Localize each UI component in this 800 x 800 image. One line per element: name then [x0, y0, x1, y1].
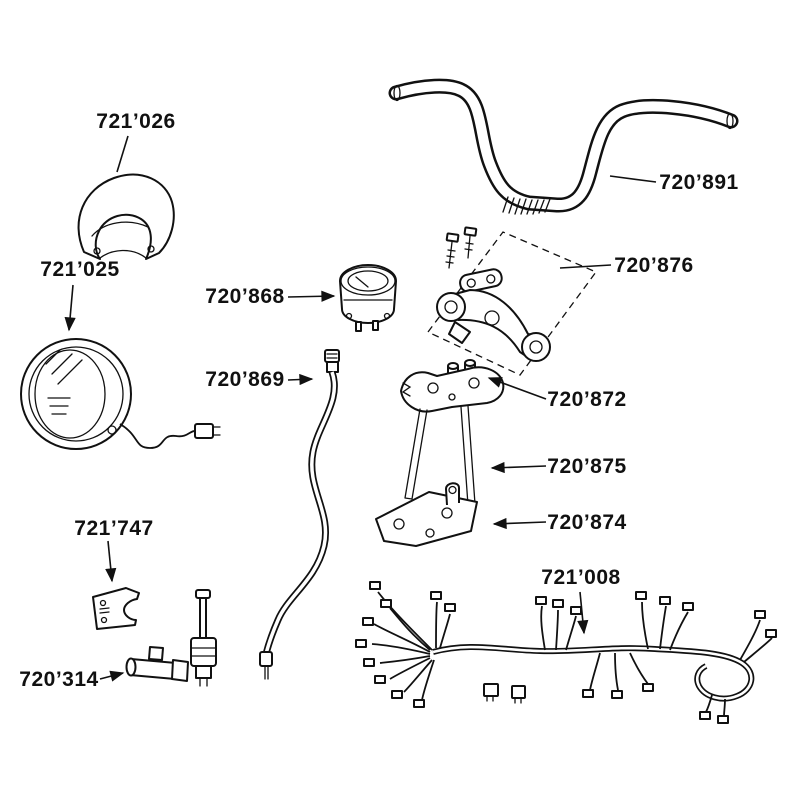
leader-720876 [559, 264, 612, 269]
label-720874: 720’874 [492, 511, 626, 534]
wiring-harness-part [355, 581, 777, 724]
part-number-720874: 720’874 [547, 511, 626, 534]
handlebar-part [388, 78, 739, 215]
leader-721008 [577, 591, 589, 635]
label-721026: 721’026 [96, 110, 175, 173]
leader-720875 [490, 461, 547, 474]
headlight-cover-part [77, 173, 175, 260]
part-number-720868: 720’868 [205, 285, 284, 308]
part-number-721747: 721’747 [74, 517, 153, 540]
leader-720891 [609, 175, 657, 183]
part-number-720872: 720’872 [547, 388, 626, 411]
part-number-720869: 720’869 [205, 368, 284, 391]
label-720869: 720’869 [205, 368, 314, 391]
label-721025: 721’025 [40, 258, 119, 332]
mounting-bracket-part [375, 482, 478, 547]
clamp-bracket-part [92, 587, 140, 630]
label-720891: 720’891 [609, 171, 738, 194]
label-720872: 720’872 [487, 377, 626, 411]
label-720314: 720’314 [19, 668, 125, 691]
upper-clamp-kit-part [426, 226, 598, 376]
part-number-720891: 720’891 [659, 171, 738, 194]
leader-721025 [64, 284, 76, 332]
part-number-720314: 720’314 [19, 668, 98, 691]
label-721747: 721’747 [74, 517, 153, 583]
part-number-721025: 721’025 [40, 258, 119, 281]
label-720875: 720’875 [490, 455, 626, 478]
switch-assembly-part [125, 589, 217, 687]
part-number-720875: 720’875 [547, 455, 626, 478]
label-721008: 721’008 [541, 566, 620, 635]
leader-720872 [487, 377, 547, 400]
part-number-721008: 721’008 [541, 566, 620, 589]
part-number-721026: 721’026 [96, 110, 175, 133]
leader-720314 [99, 670, 125, 682]
speedometer-cable-part [259, 349, 340, 680]
label-720876: 720’876 [559, 254, 693, 277]
leader-721747 [105, 540, 117, 583]
label-720868: 720’868 [205, 285, 336, 308]
leader-720869 [287, 373, 314, 386]
speedometer-part [339, 264, 397, 332]
leader-721026 [116, 135, 129, 173]
leader-720874 [492, 517, 547, 530]
leader-720868 [287, 290, 336, 302]
part-number-720876: 720’876 [614, 254, 693, 277]
headlight-part [20, 338, 221, 450]
